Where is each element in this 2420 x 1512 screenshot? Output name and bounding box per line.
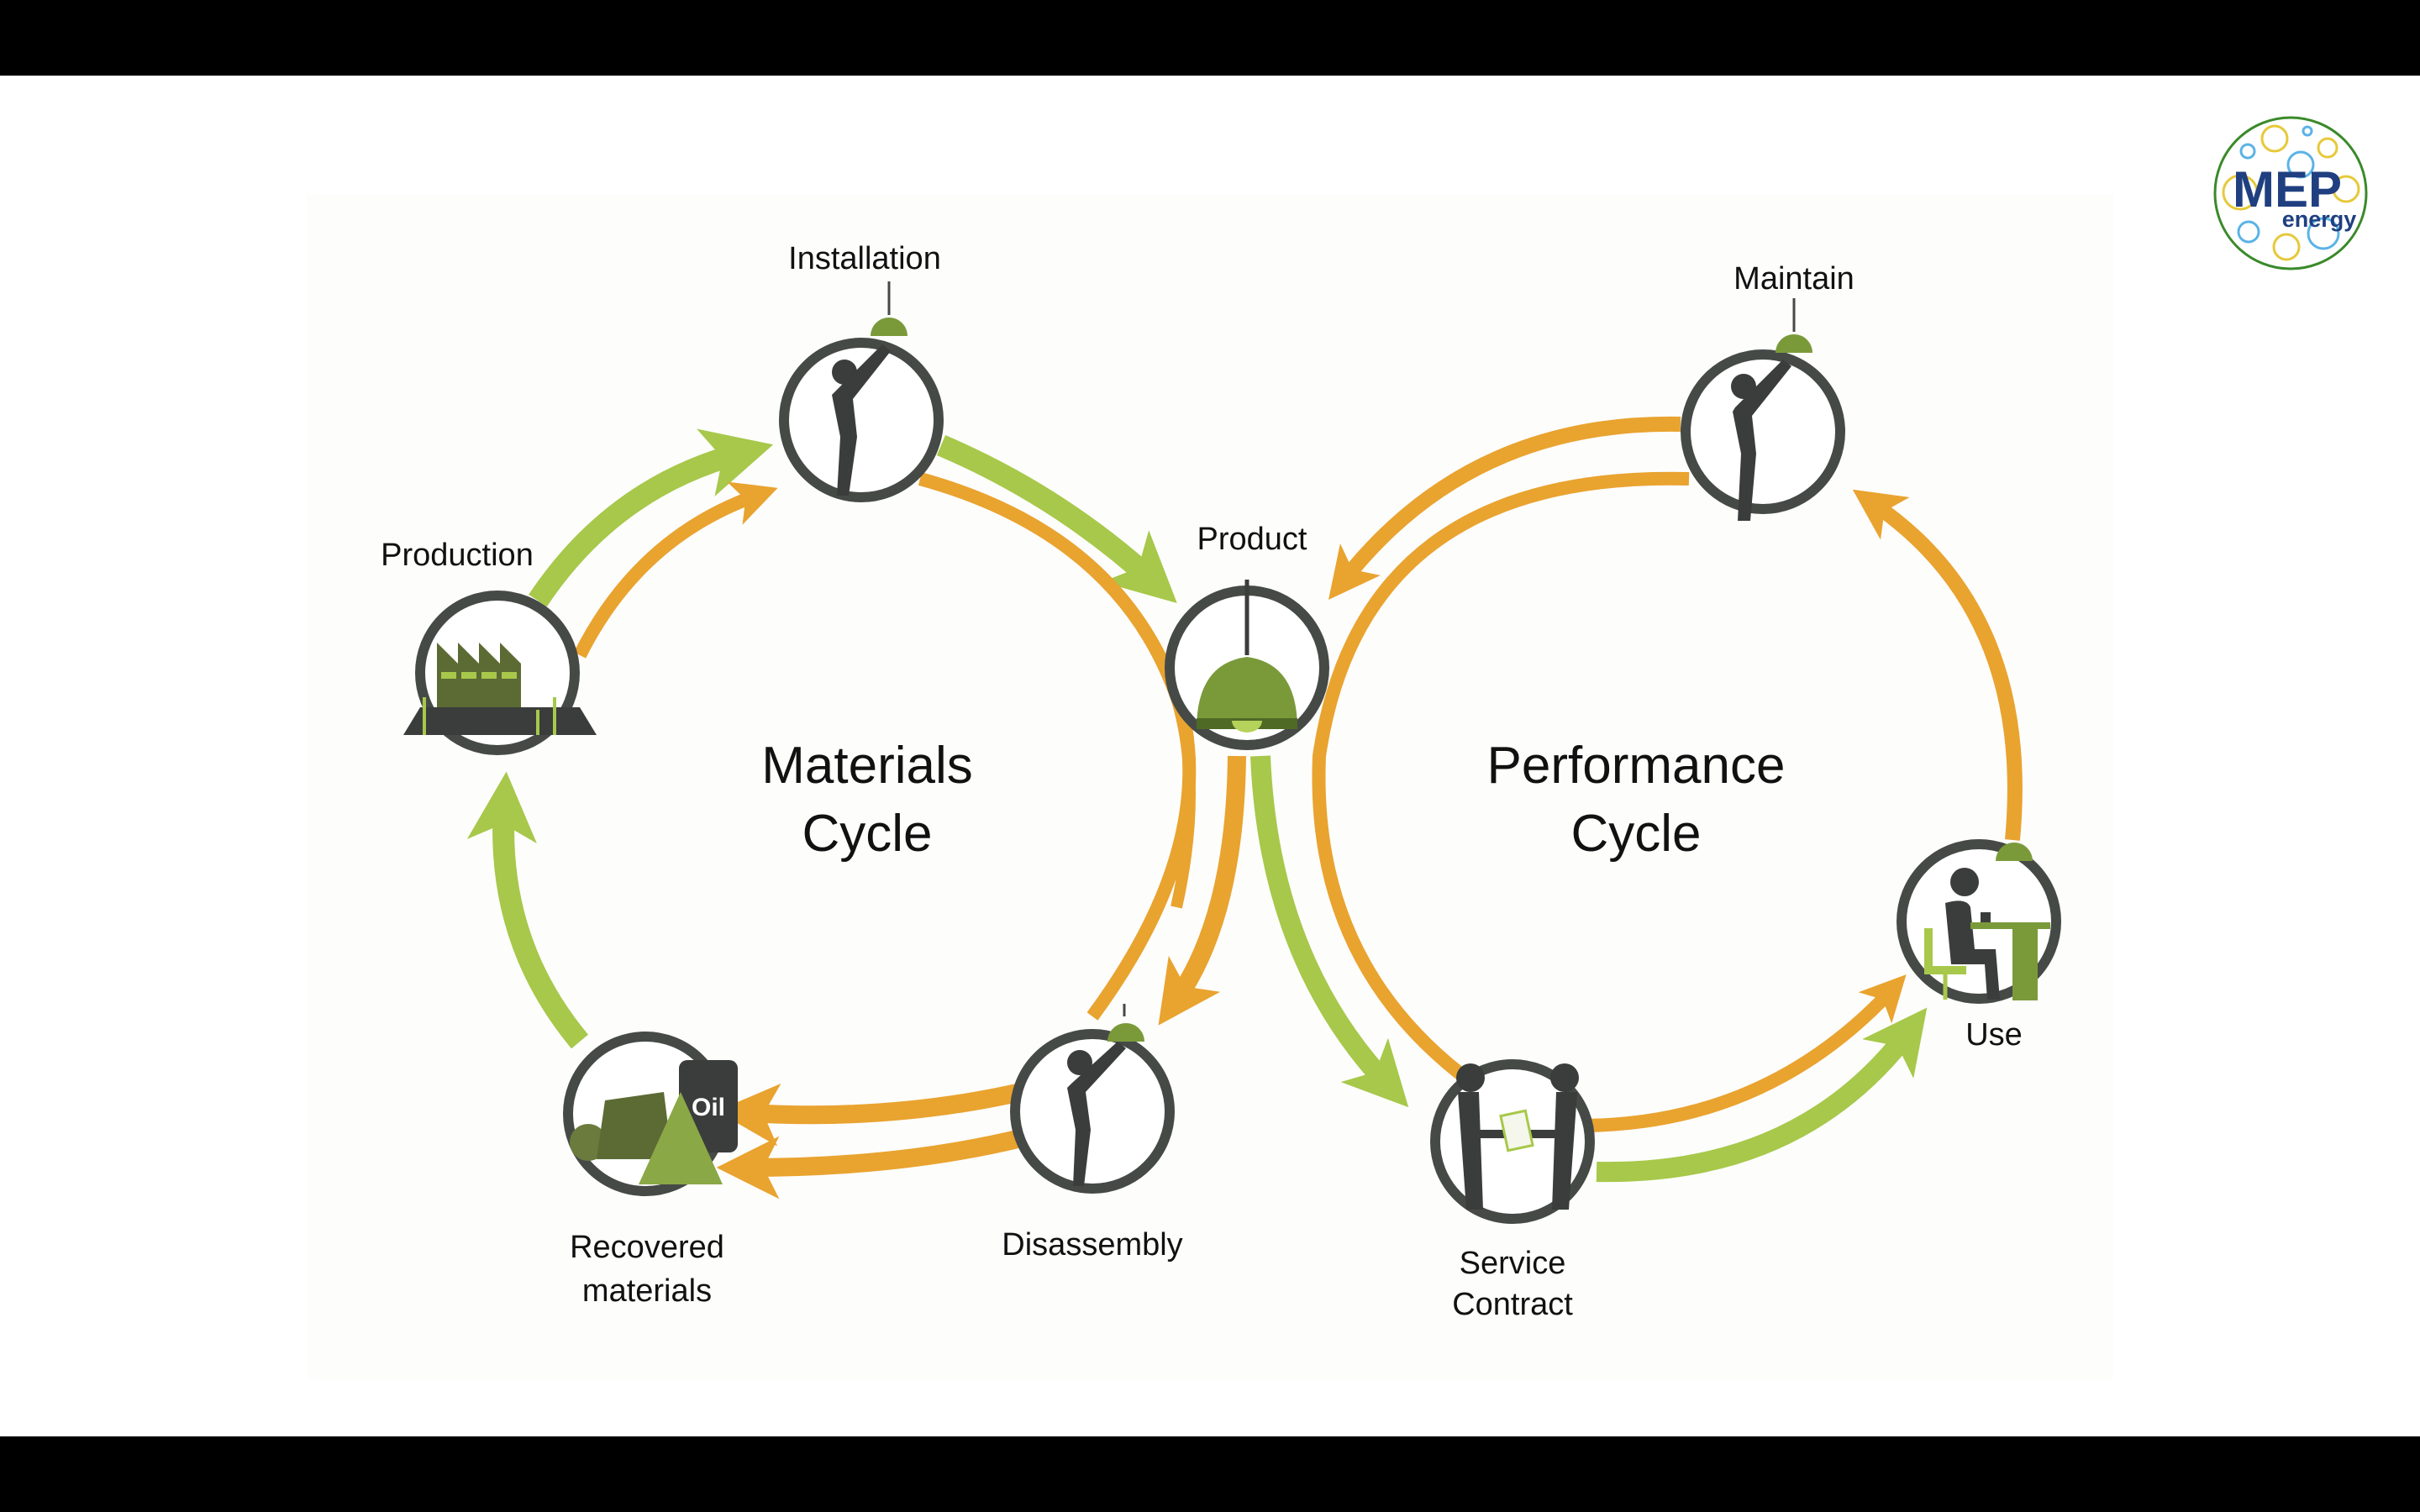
lamp-icon [1776,334,1812,353]
arrow-performance-orange-inner [1312,471,1690,1081]
oil-barrel-and-raw-materials-icon: Oil [570,1060,738,1184]
arrow-disassembly-to-recovered-orange-1 [716,1083,1023,1147]
materials-cycle-title-line1: Materials [761,737,973,795]
arrow-product-to-service-green [1250,755,1409,1108]
pendant-lamp-icon [1197,657,1297,732]
node-product [1165,580,1329,750]
worker-maintaining-lamp-icon [1731,360,1791,521]
arrow-disassembly-to-recovered-orange-2 [716,1129,1023,1200]
logo-sub-text: energy [2282,207,2357,232]
label-recovered-line1: Recovered [570,1230,724,1265]
label-recovered-line2: materials [582,1273,712,1309]
logo-main-text: MEP [2233,161,2342,218]
arrow-recovered-to-production-green [466,771,588,1049]
arrow-installation-to-product-green [936,435,1177,603]
performance-cycle-title-line1: Performance [1487,737,1786,795]
arrow-maintain-to-product-orange [1328,416,1681,601]
lamp-icon [1107,1023,1144,1042]
node-installation [779,281,944,502]
label-service-line2: Contract [1452,1287,1573,1322]
label-service-line1: Service [1460,1246,1566,1281]
label-use: Use [1965,1017,2023,1053]
label-production: Production [381,538,534,573]
node-maintain [1681,298,1845,521]
bubbles-icon [2222,124,2360,261]
label-maintain: Maintain [1733,261,1854,297]
arrow-product-to-disassembly-orange [1158,755,1246,1026]
arrow-service-to-use-orange [1579,974,1907,1132]
label-product: Product [1197,522,1307,557]
arrow-use-to-maintain-orange [1852,489,2023,841]
materials-cycle-title-line2: Cycle [802,805,932,863]
worker-removing-lamp-icon [1067,1042,1126,1186]
person-at-desk-icon [1924,868,2050,1000]
label-disassembly: Disassembly [1002,1227,1182,1263]
arrows [466,416,2023,1200]
barrel-label: Oil [692,1094,725,1121]
arrow-service-to-use-green [1596,1007,1928,1183]
performance-cycle-title-line2: Cycle [1570,805,1701,863]
node-production [403,591,597,755]
node-service-contract [1430,1059,1595,1224]
factory-with-wind-turbines-icon [403,643,597,735]
label-installation: Installation [788,241,941,276]
handshake-contract-icon [1456,1063,1579,1210]
arrow-production-to-installation-orange [573,481,778,659]
worker-installing-lamp-icon [832,344,891,496]
mep-energy-logo: MEP energy [2213,116,2368,270]
lamp-icon [871,318,908,336]
arrow-production-to-installation-green [529,428,774,607]
lamp-icon [1996,843,2033,861]
node-disassembly [1010,1004,1175,1194]
node-recovered-materials: Oil [563,1032,738,1196]
node-use [1897,839,2061,1004]
